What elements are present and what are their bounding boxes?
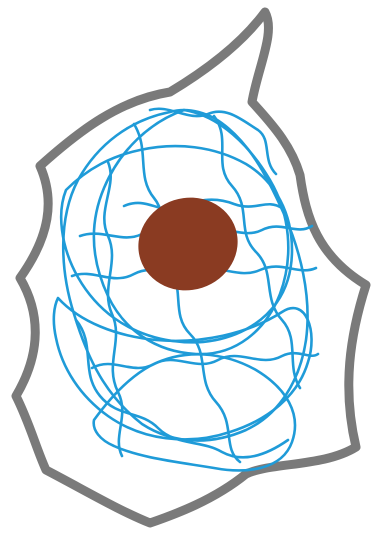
cell-diagram [0, 0, 377, 533]
